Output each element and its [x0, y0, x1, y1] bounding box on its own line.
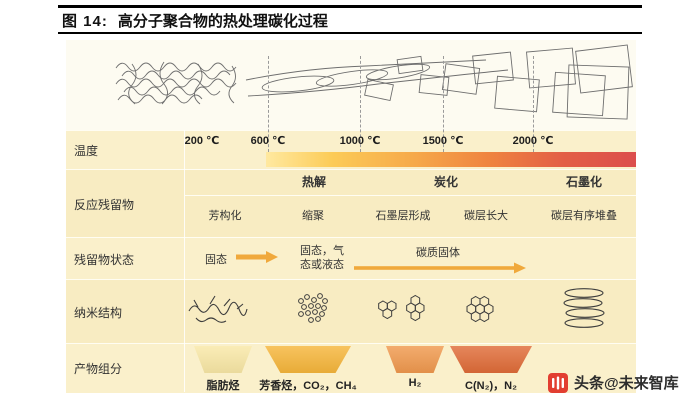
dashed-guide-2000 [533, 56, 534, 152]
temp-tick-1000: 1000 ℃ [339, 135, 381, 147]
state-solid: 固态 [205, 254, 227, 266]
stage-polycondensation: 缩聚 [302, 210, 324, 222]
state-arrow-icon [236, 251, 278, 263]
phase-pyrolysis: 热解 [301, 175, 327, 189]
row-label-state: 残留物状态 [74, 253, 135, 267]
row-state-bg [66, 237, 636, 280]
polymer-sketch-area [66, 40, 636, 130]
row-label-products: 产物组分 [74, 362, 123, 376]
state-mixed-line2: 态或液态 [300, 259, 344, 271]
stage-ordered-stacking: 碳层有序堆叠 [551, 210, 617, 222]
temp-tick-600: 600 ℃ [250, 135, 286, 147]
phase-stage-separator [184, 195, 636, 196]
product-label-aromatic: 芳香烃，CO₂，CH₄ [259, 380, 357, 392]
title-rule-top [58, 5, 642, 8]
stage-aromatization: 芳构化 [208, 210, 242, 222]
fused-aromatic-cluster-icon [466, 296, 494, 322]
molecular-cluster-icon [298, 293, 328, 323]
dashed-guide-1000 [360, 56, 361, 152]
row-label-temperature: 温度 [74, 144, 99, 158]
temperature-gradient-bar [266, 152, 636, 167]
polymer-chain-icon [188, 295, 248, 323]
product-trapezoid-aliphatic [194, 346, 252, 373]
row-label-residue: 反应残留物 [74, 198, 135, 212]
product-label-aliphatic: 脂肪烃 [206, 380, 240, 392]
stacked-graphite-layers-icon [563, 288, 605, 328]
state-mixed-line1: 固态，气 [300, 245, 344, 257]
watermark-text: 头条@未来智库 [574, 375, 679, 392]
product-trapezoid-nitrogen [450, 346, 532, 373]
product-label-nitrogen: C(N₂)，N₂ [465, 380, 517, 392]
row-products-bg [66, 343, 636, 393]
row-nano-bg [66, 279, 636, 344]
small-graphene-clusters-icon [378, 295, 425, 321]
temp-tick-1500: 1500 ℃ [422, 135, 464, 147]
carbonization-process-diagram: 温度 反应残留物 残留物状态 纳米结构 产物组分 200 ℃ 600 ℃ 100… [66, 40, 636, 393]
row-residue-bg [66, 169, 636, 238]
polymer-sketch-icon [115, 44, 633, 120]
label-column-divider [184, 130, 185, 392]
title-rule-bottom [58, 32, 642, 34]
watermark: 头条@未来智库 [548, 372, 679, 393]
product-trapezoid-aromatic [265, 346, 351, 373]
dashed-guide-1500 [443, 56, 444, 152]
temp-tick-200: 200 ℃ [184, 135, 220, 147]
phase-graphitization: 石墨化 [565, 175, 603, 189]
dashed-guide-600 [268, 56, 269, 152]
product-trapezoid-hydrogen [386, 346, 444, 373]
phase-carbonization: 炭化 [433, 175, 459, 189]
row-label-nano: 纳米结构 [74, 306, 123, 320]
figure-label: 图 14: [62, 13, 108, 30]
figure-title: 高分子聚合物的热处理碳化过程 [117, 13, 328, 30]
temp-tick-2000: 2000 ℃ [512, 135, 554, 147]
stage-carbon-layer-growth: 碳层长大 [464, 210, 508, 222]
product-label-hydrogen: H₂ [408, 377, 422, 389]
state-carbon-solid: 碳质固体 [416, 247, 460, 259]
figure-title-block: 图 14: 高分子聚合物的热处理碳化过程 [62, 10, 328, 31]
state-long-arrow-icon [354, 262, 526, 274]
toutiao-logo-icon [548, 372, 568, 393]
stage-graphite-layer-forming: 石墨层形成 [375, 210, 431, 222]
